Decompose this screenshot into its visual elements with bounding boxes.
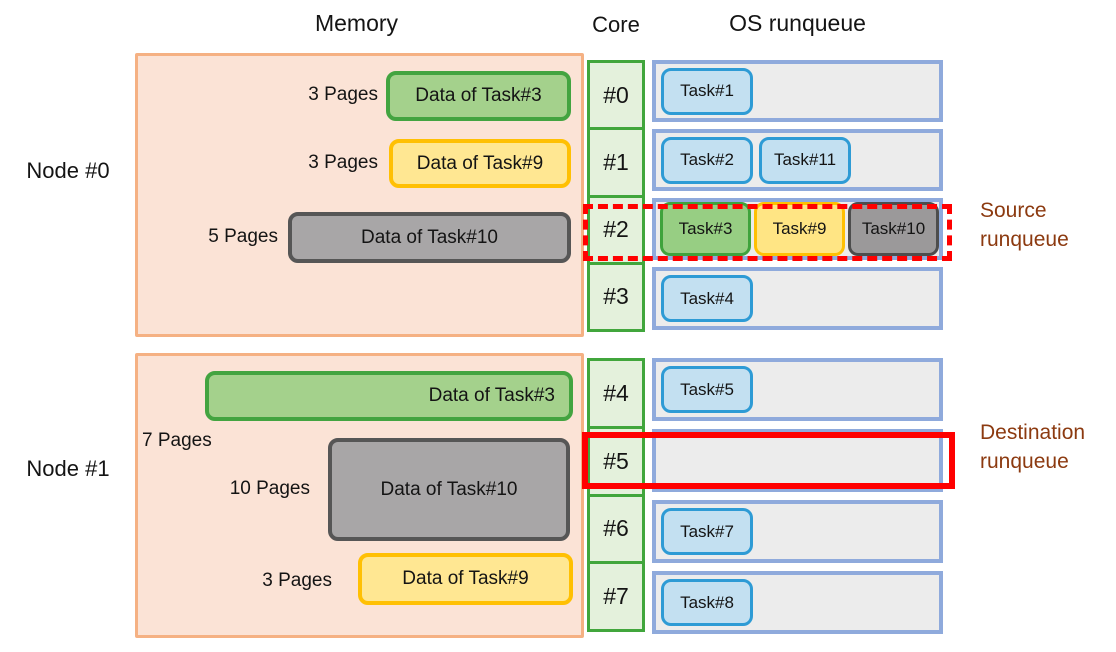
memory-block-node0-task3: Data of Task#3: [386, 71, 571, 121]
destination-runqueue-label-line1: Destination: [980, 421, 1086, 444]
core-header: Core: [592, 12, 640, 37]
runqueue-core6: Task#7: [652, 500, 943, 563]
runqueue-core4: Task#5: [652, 358, 943, 421]
os-runqueue-header: OS runqueue: [729, 10, 866, 36]
runqueue-core0: Task#1: [652, 60, 943, 122]
task-chip: Task#9: [754, 202, 845, 256]
core-cell-2: #2: [590, 198, 642, 265]
node0-label: Node #0: [26, 158, 110, 183]
pages-label-node0-task9: 3 Pages: [308, 152, 378, 173]
task-chip: Task#5: [661, 366, 753, 413]
task-chip: Task#7: [661, 508, 753, 555]
task-chip: Task#4: [661, 275, 753, 322]
memory-block-node0-task10: Data of Task#10: [288, 212, 571, 263]
source-runqueue-outline: [583, 204, 952, 261]
pages-label-node1-task3: 7 Pages: [142, 430, 212, 451]
core-cell-4: #4: [590, 361, 642, 429]
source-runqueue-label-line2: runqueue: [980, 228, 1069, 251]
memory-block-node1-task3: Data of Task#3: [205, 371, 573, 421]
source-runqueue-label: Source runqueue: [980, 196, 1069, 254]
core-cell-0: #0: [590, 63, 642, 131]
runqueue-core5-destination: [652, 429, 943, 492]
task-chip: Task#11: [759, 136, 851, 184]
pages-label-node0-task10: 5 Pages: [208, 226, 278, 247]
core-cell-7: #7: [603, 583, 629, 610]
memory-block-node0-task9: Data of Task#9: [389, 139, 571, 188]
memory-block-node1-task10: Data of Task#10: [328, 438, 570, 541]
core-cell-5: #5: [590, 429, 642, 497]
task-chip: Task#8: [661, 579, 753, 626]
runqueue-core1: Task#2 Task#11: [652, 129, 943, 191]
destination-runqueue-label: Destination runqueue: [980, 418, 1085, 476]
node0-core-column: #0 #1 #2 #3: [587, 60, 645, 332]
core-cell-3: #3: [603, 283, 629, 310]
destination-runqueue-label-line2: runqueue: [980, 450, 1069, 473]
source-runqueue-label-line1: Source: [980, 199, 1047, 222]
pages-label-node1-task9: 3 Pages: [262, 570, 332, 591]
node1-core-column: #4 #5 #6 #7: [587, 358, 645, 632]
pages-label-node1-task10: 10 Pages: [229, 478, 310, 499]
task-chip: Task#1: [661, 67, 753, 115]
memory-header: Memory: [314, 10, 399, 36]
memory-block-node1-task9: Data of Task#9: [358, 553, 573, 605]
destination-runqueue-outline: [582, 432, 955, 489]
core-cell-1: #1: [590, 130, 642, 198]
core-cell-6: #6: [590, 497, 642, 565]
node1-label: Node #1: [26, 456, 110, 481]
pages-label-node0-task3: 3 Pages: [308, 84, 378, 105]
task-chip: Task#2: [661, 136, 753, 184]
task-chip: Task#10: [848, 202, 939, 256]
task-chip: Task#3: [660, 202, 751, 256]
runqueue-core3: Task#4: [652, 267, 943, 330]
runqueue-core7: Task#8: [652, 571, 943, 634]
